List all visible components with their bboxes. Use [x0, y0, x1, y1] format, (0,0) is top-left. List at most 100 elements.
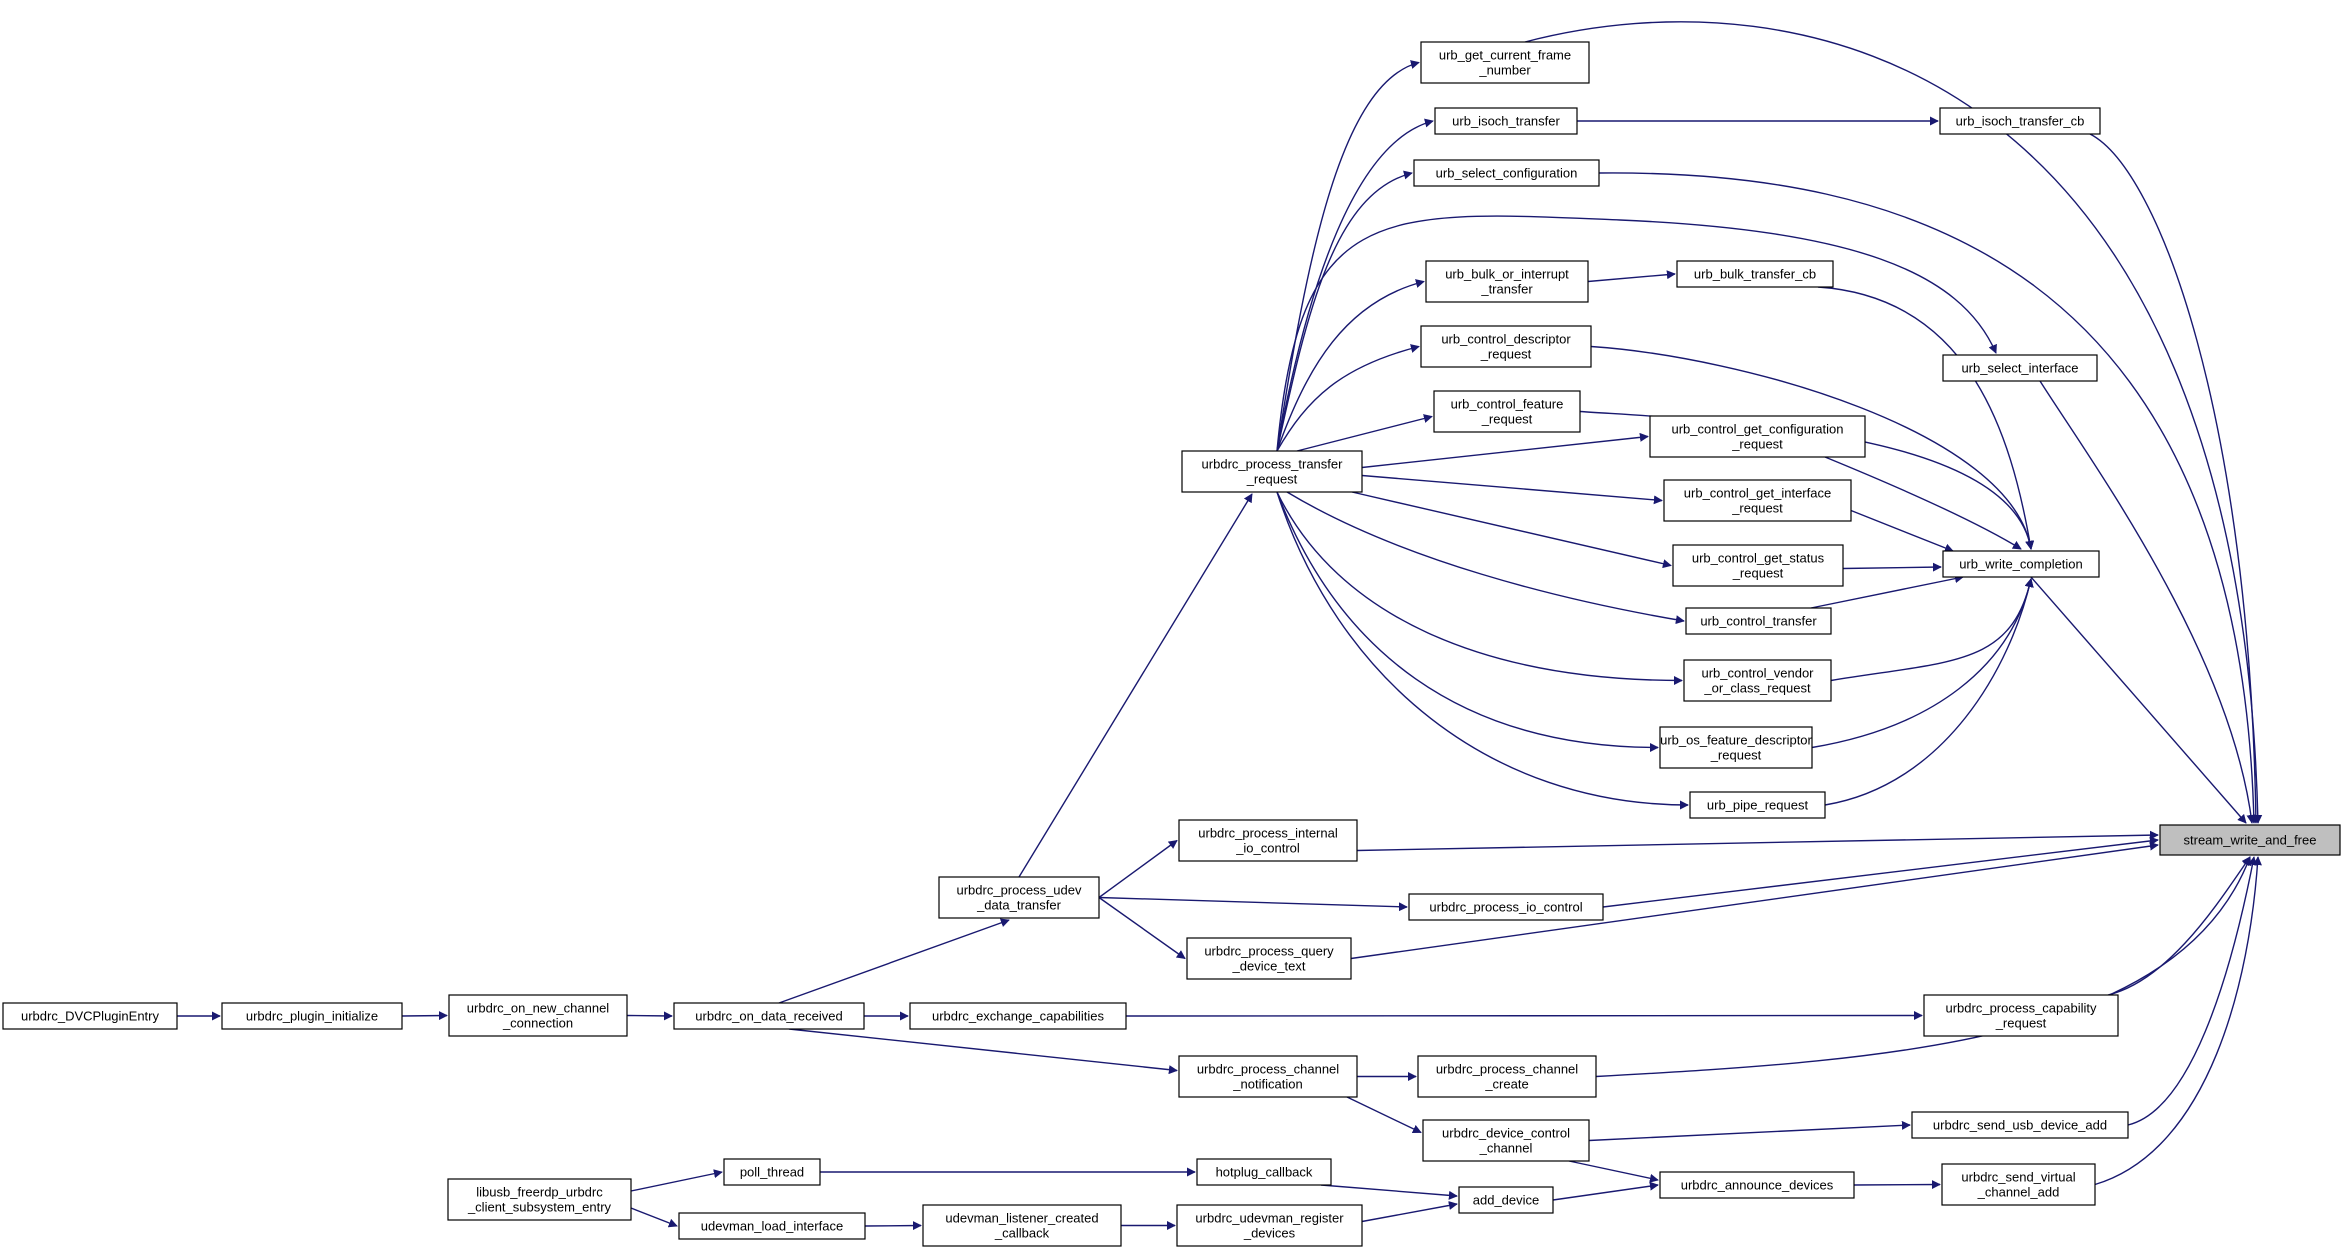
node-urb-select-interface[interactable]: urb_select_interface	[1942, 354, 2098, 382]
node-urb-pipe-request[interactable]: urb_pipe_request	[1689, 791, 1826, 819]
node-box	[1420, 325, 1592, 368]
node-urb-control-get-status-request[interactable]: urb_control_get_status_request	[1672, 544, 1844, 587]
node-urbdrc-process-query-device-text[interactable]: urbdrc_process_query_device_text	[1186, 937, 1352, 980]
edge-urbdrc-process-transfer-request-to-urb-control-vendor-or-class-request	[1276, 491, 1683, 685]
node-hotplug-callback[interactable]: hotplug_callback	[1196, 1158, 1332, 1186]
edge-line	[1853, 1180, 1941, 1190]
edge-line	[2030, 576, 2247, 824]
node-urb-control-descriptor-request[interactable]: urb_control_descriptor_request	[1420, 325, 1592, 368]
node-urb-write-completion[interactable]: urb_write_completion	[1942, 550, 2100, 578]
node-libusb-freerdp-urbdrc-client-subsystem-entry[interactable]: libusb_freerdp_urbdrc_client_subsystem_e…	[447, 1178, 632, 1221]
node-box	[448, 994, 628, 1037]
node-urb-os-feature-descriptor-request[interactable]: urb_os_feature_descriptor_request	[1659, 726, 1813, 769]
edge-line	[2039, 380, 2256, 824]
edge-urbdrc-process-transfer-request-to-urb-control-get-configuration-request	[1361, 432, 1649, 469]
node-label: urbdrc_announce_devices	[1681, 1178, 1834, 1193]
edge-line	[1811, 578, 2034, 749]
node-label: _request	[1731, 437, 1783, 452]
node-urbdrc-on-new-channel-connection[interactable]: urbdrc_on_new_channel_connection	[448, 994, 628, 1037]
edge-line	[626, 1011, 673, 1021]
node-box	[1433, 390, 1581, 433]
edge-line	[1595, 856, 2252, 1078]
edge-urbdrc-device-control-channel-to-urbdrc-send-usb-device-add	[1588, 1120, 1911, 1142]
node-box	[1186, 937, 1352, 980]
edge-line	[1350, 841, 2159, 960]
edge-line	[778, 918, 1010, 1004]
edge-line	[1361, 432, 1649, 469]
edge-urbdrc-on-data-received-to-urbdrc-process-udev-data-transfer	[778, 918, 1010, 1004]
node-urbdrc-on-data-received[interactable]: urbdrc_on_data_received	[673, 1002, 865, 1030]
node-label: urbdrc_process_internal	[1198, 826, 1338, 841]
node-box	[938, 876, 1100, 919]
node-add-device[interactable]: add_device	[1458, 1186, 1554, 1214]
node-label: stream_write_and_free	[2184, 833, 2317, 848]
edge-urbdrc-process-udev-data-transfer-to-urbdrc-process-io-control	[1098, 896, 1408, 912]
edge-line	[630, 1169, 723, 1192]
node-urbdrc-process-channel-notification[interactable]: urbdrc_process_channel_notification	[1178, 1055, 1358, 1098]
edge-line	[1018, 493, 1253, 878]
node-urb-get-current-frame-number[interactable]: urb_get_current_frame_number	[1420, 41, 1590, 84]
node-urb-isoch-transfer-cb[interactable]: urb_isoch_transfer_cb	[1939, 107, 2101, 135]
node-urb-isoch-transfer[interactable]: urb_isoch_transfer	[1434, 107, 1578, 135]
edge-urbdrc-udevman-register-devices-to-add-device	[1361, 1201, 1458, 1223]
node-urb-control-vendor-or-class-request[interactable]: urb_control_vendor_or_class_request	[1683, 659, 1832, 702]
node-label: urbdrc_process_query	[1204, 944, 1334, 959]
edge-line	[630, 1207, 678, 1228]
node-urbdrc-process-internal-io-control[interactable]: urbdrc_process_internal_io_control	[1178, 819, 1358, 862]
node-label: _or_class_request	[1703, 681, 1811, 696]
node-box	[1196, 1158, 1332, 1186]
node-label: _create	[1484, 1077, 1528, 1092]
node-label: hotplug_callback	[1216, 1165, 1313, 1180]
edge-line	[1125, 1011, 1923, 1021]
edge-urbdrc-send-virtual-channel-add-to-stream-write-and-free	[2094, 856, 2262, 1186]
node-urbdrc-plugin-initialize[interactable]: urbdrc_plugin_initialize	[221, 1002, 403, 1030]
node-label: add_device	[1473, 1193, 1540, 1208]
node-box	[1425, 260, 1589, 303]
node-urb-bulk-or-interrupt-transfer[interactable]: urb_bulk_or_interrupt_transfer	[1425, 260, 1589, 303]
node-label: urb_pipe_request	[1707, 798, 1809, 813]
node-label: urb_os_feature_descriptor	[1660, 733, 1812, 748]
node-urb-control-get-configuration-request[interactable]: urb_control_get_configuration_request	[1649, 415, 1866, 458]
edge-urbdrc-process-channel-notification-to-urbdrc-device-control-channel	[1346, 1096, 1422, 1134]
edge-urbdrc-device-control-channel-to-urbdrc-announce-devices	[1568, 1160, 1659, 1183]
edge-urbdrc-process-io-control-to-stream-write-and-free	[1602, 836, 2159, 908]
node-label: urbdrc_send_virtual	[1961, 1170, 2075, 1185]
node-urb-control-transfer[interactable]: urb_control_transfer	[1685, 607, 1832, 635]
edge-line	[1361, 1201, 1458, 1223]
node-urbdrc-device-control-channel[interactable]: urbdrc_device_control_channel	[1422, 1119, 1590, 1162]
node-urbdrc-send-virtual-channel-add[interactable]: urbdrc_send_virtual_channel_add	[1941, 1163, 2096, 1206]
edge-line	[1552, 1181, 1659, 1201]
node-box	[922, 1204, 1122, 1247]
edge-line	[1098, 839, 1178, 899]
edge-line	[1286, 491, 1685, 625]
edge-urbdrc-announce-devices-to-urbdrc-send-virtual-channel-add	[1853, 1180, 1941, 1190]
node-urb-select-configuration[interactable]: urb_select_configuration	[1413, 159, 1600, 187]
node-urbdrc-process-channel-create[interactable]: urbdrc_process_channel_create	[1417, 1055, 1597, 1098]
node-poll-thread[interactable]: poll_thread	[723, 1158, 821, 1186]
node-urbdrc-exchange-capabilities[interactable]: urbdrc_exchange_capabilities	[909, 1002, 1127, 1030]
node-urbdrc-send-usb-device-add[interactable]: urbdrc_send_usb_device_add	[1911, 1111, 2129, 1139]
node-urbdrc-process-transfer-request[interactable]: urbdrc_process_transfer_request	[1181, 450, 1363, 493]
node-box	[1659, 1171, 1855, 1199]
node-label: urb_write_completion	[1959, 557, 2083, 572]
node-box	[1178, 1055, 1358, 1098]
node-urbdrc-udevman-register-devices[interactable]: urbdrc_udevman_register_devices	[1176, 1204, 1363, 1247]
node-urbdrc-announce-devices[interactable]: urbdrc_announce_devices	[1659, 1171, 1855, 1199]
node-urbdrc-DVCPluginEntry[interactable]: urbdrc_DVCPluginEntry	[2, 1002, 178, 1030]
node-box	[1683, 659, 1832, 702]
node-urbdrc-process-capability-request[interactable]: urbdrc_process_capability_request	[1923, 994, 2119, 1037]
node-box	[221, 1002, 403, 1030]
node-label: urbdrc_device_control	[1442, 1126, 1570, 1141]
node-udevman-load-interface[interactable]: udevman_load_interface	[678, 1212, 866, 1240]
node-urb-control-feature-request[interactable]: urb_control_feature_request	[1433, 390, 1581, 433]
node-urbdrc-process-io-control[interactable]: urbdrc_process_io_control	[1408, 893, 1604, 921]
node-urbdrc-process-udev-data-transfer[interactable]: urbdrc_process_udev_data_transfer	[938, 876, 1100, 919]
node-box	[1685, 607, 1832, 635]
node-urb-control-get-interface-request[interactable]: urb_control_get_interface_request	[1663, 479, 1852, 522]
node-label: _request	[1995, 1016, 2047, 1031]
node-stream-write-and-free[interactable]: stream_write_and_free	[2159, 824, 2341, 856]
edge-line	[1296, 414, 1433, 452]
edge-libusb-freerdp-urbdrc-client-subsystem-entry-to-poll-thread	[630, 1169, 723, 1192]
node-udevman-listener-created-callback[interactable]: udevman_listener_created_callback	[922, 1204, 1122, 1247]
node-urb-bulk-transfer-cb[interactable]: urb_bulk_transfer_cb	[1676, 260, 1834, 288]
